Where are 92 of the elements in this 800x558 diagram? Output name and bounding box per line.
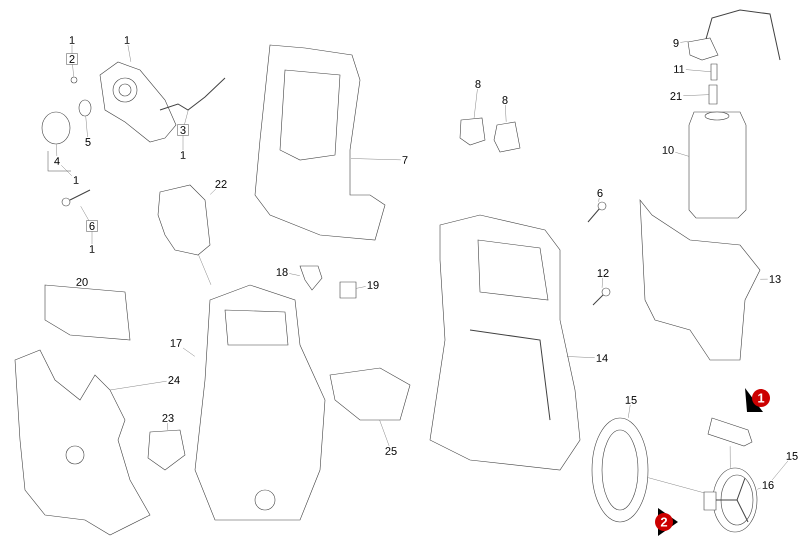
callout-number: 8 <box>502 96 508 104</box>
callout-number: 22 <box>215 180 227 188</box>
leader-line <box>182 135 184 150</box>
part-drawing <box>592 288 610 306</box>
leader-line <box>184 110 188 125</box>
leader-line <box>680 41 688 43</box>
part-drawing <box>460 118 486 146</box>
leader-line <box>566 356 595 358</box>
leader-line <box>760 278 768 280</box>
leader-line <box>128 44 132 62</box>
callout-number: 14 <box>596 354 608 362</box>
callout-number: 2 <box>66 53 78 65</box>
callout-number: 13 <box>770 275 781 283</box>
callout-number: 4 <box>48 150 72 172</box>
leader-line <box>675 152 689 157</box>
callout-number: 9 <box>673 39 679 47</box>
leader-line <box>72 64 74 77</box>
part-drawing <box>708 418 752 446</box>
leader-line <box>628 404 630 418</box>
ring-part <box>42 112 70 144</box>
part-drawing <box>592 418 648 522</box>
leader-line <box>210 188 216 195</box>
part-drawing <box>148 430 186 470</box>
leader-line <box>686 69 711 72</box>
small-part <box>340 282 356 298</box>
callout-number: 17 <box>170 339 182 347</box>
callout-number: 3 <box>177 124 189 136</box>
callout-number: 20 <box>76 278 88 286</box>
quantity-number: 1 <box>124 36 130 44</box>
part-drawing <box>494 122 520 152</box>
leader-line <box>110 380 167 390</box>
leader-line <box>350 158 401 160</box>
quantity-number: 1 <box>70 36 75 44</box>
callout-number: 18 <box>276 268 288 276</box>
part-drawing <box>300 266 322 290</box>
assembly-line <box>648 477 704 493</box>
leader-line <box>379 420 390 446</box>
part-drawing <box>158 184 210 256</box>
callout-number: 7 <box>402 156 408 164</box>
callout-number: 6 <box>86 220 98 232</box>
leader-line <box>598 198 600 202</box>
quantity-number: 1 <box>74 176 79 184</box>
callout-number: 15 <box>786 452 798 460</box>
part-drawing <box>254 44 386 240</box>
part-drawing <box>100 62 176 142</box>
leader-line <box>474 88 478 118</box>
leader-line <box>505 104 506 122</box>
part-drawing <box>430 214 580 470</box>
callout-number: 16 <box>762 481 774 489</box>
quantity-number: 1 <box>90 245 95 253</box>
part-drawing <box>330 368 410 420</box>
leader-line <box>61 165 72 176</box>
leader-line <box>757 488 761 490</box>
part-drawing <box>44 284 130 340</box>
marker-badge: 2 <box>655 508 678 536</box>
part-drawing <box>704 468 758 532</box>
callout-number: 24 <box>168 376 180 384</box>
callout-number: 5 <box>85 138 91 146</box>
small-part <box>708 84 718 104</box>
part-drawing <box>588 202 606 222</box>
callout-number: 19 <box>368 281 379 289</box>
leader-line <box>80 206 89 221</box>
ring-part <box>78 100 92 116</box>
small-part <box>710 64 718 80</box>
ring-part <box>70 76 78 84</box>
part-drawing <box>688 10 780 60</box>
leader-line <box>356 286 366 289</box>
callout-number: 23 <box>162 414 174 422</box>
callout-number: 25 <box>385 447 397 455</box>
callout-number: 15 <box>626 396 637 404</box>
quantity-number: 1 <box>180 151 186 159</box>
leader-line <box>683 94 709 96</box>
part-drawing <box>194 284 326 520</box>
callout-number: 6 <box>598 189 603 197</box>
part-drawing <box>688 112 746 218</box>
callout-number: 11 <box>674 65 684 73</box>
callout-number: 12 <box>598 269 609 277</box>
leader-line <box>56 144 58 156</box>
part-drawing <box>62 190 90 206</box>
marker-badge: 1 <box>745 388 770 412</box>
leader-line <box>86 116 88 138</box>
assembly-line <box>198 255 212 285</box>
leader-line <box>167 422 168 430</box>
part-drawing <box>14 350 150 536</box>
callout-number: 10 <box>662 146 674 154</box>
leader-line <box>182 348 195 357</box>
leader-line <box>772 460 788 480</box>
leader-line <box>602 278 603 288</box>
leader-line <box>289 273 300 276</box>
callout-number: 8 <box>475 80 481 88</box>
part-drawing <box>160 78 226 111</box>
callout-number: 21 <box>670 92 682 100</box>
